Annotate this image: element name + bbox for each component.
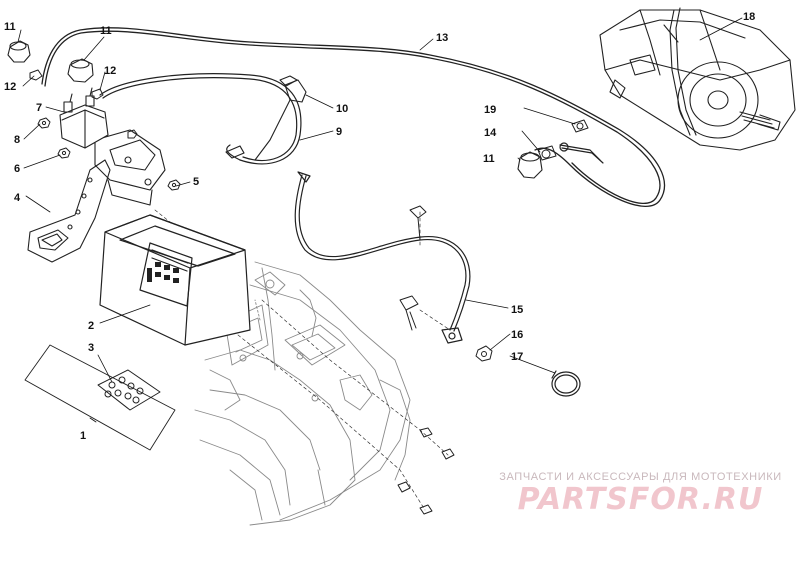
cable-main-loop <box>99 73 302 165</box>
callout-5: 5 <box>193 176 199 188</box>
battery-bracket <box>27 159 111 263</box>
callout-13: 13 <box>436 32 448 44</box>
hardware-kit <box>24 344 176 451</box>
cable-15 <box>294 171 471 344</box>
callout-9: 9 <box>336 126 342 138</box>
frame-bolts <box>397 205 455 515</box>
callout-4: 4 <box>14 192 21 204</box>
starter-motor <box>599 7 796 151</box>
leader-lines <box>17 17 743 423</box>
cable-14 <box>559 142 604 164</box>
cable-9 <box>225 144 245 161</box>
cable-10-boot <box>254 75 307 161</box>
callout-19: 19 <box>484 104 496 116</box>
nut-6 <box>57 147 71 159</box>
watermark-caption: ЗАПЧАСТИ И АКСЕССУАРЫ ДЛЯ МОТОТЕХНИКИ <box>499 471 782 483</box>
callout-17: 17 <box>511 351 523 363</box>
solenoid-bracket <box>94 129 166 206</box>
boot-11-top-left <box>7 40 31 63</box>
callout-11-right: 11 <box>483 153 495 165</box>
nut-5 <box>167 179 181 191</box>
callout-18: 18 <box>743 11 755 23</box>
callout-15: 15 <box>511 304 523 316</box>
cable-terminals <box>537 119 589 161</box>
watermark-logo: PARTSFOR.RU <box>517 482 764 517</box>
washer-12-left <box>29 69 43 81</box>
battery <box>99 214 251 346</box>
bolt-5 <box>127 129 138 139</box>
cable-13 <box>41 27 665 207</box>
starter-solenoid <box>59 87 109 149</box>
cable-tie <box>551 370 581 397</box>
battery-warning-label <box>147 262 179 283</box>
callout-12-right: 12 <box>104 65 116 77</box>
callout-16: 16 <box>511 329 523 341</box>
callout-6: 6 <box>14 163 20 175</box>
nut-8 <box>37 117 51 129</box>
callout-8: 8 <box>14 134 20 146</box>
callout-12-left: 12 <box>4 81 16 93</box>
terminal-boots <box>7 40 543 179</box>
callout-2: 2 <box>88 320 94 332</box>
washer-19 <box>571 119 589 133</box>
callout-11-top: 11 <box>100 25 112 37</box>
callout-1: 1 <box>80 430 86 442</box>
nut-16 <box>475 345 493 362</box>
chassis-frame <box>194 261 411 526</box>
callout-3: 3 <box>88 342 94 354</box>
fasteners-left <box>29 69 181 191</box>
callout-11-top-left: 11 <box>4 21 16 33</box>
callouts: 1 2 3 4 5 6 7 8 9 10 11 11 11 12 12 13 1… <box>4 11 755 442</box>
callout-14: 14 <box>484 127 497 139</box>
callout-7: 7 <box>36 102 42 114</box>
callout-10: 10 <box>336 103 348 115</box>
washer-12-right <box>91 88 104 100</box>
